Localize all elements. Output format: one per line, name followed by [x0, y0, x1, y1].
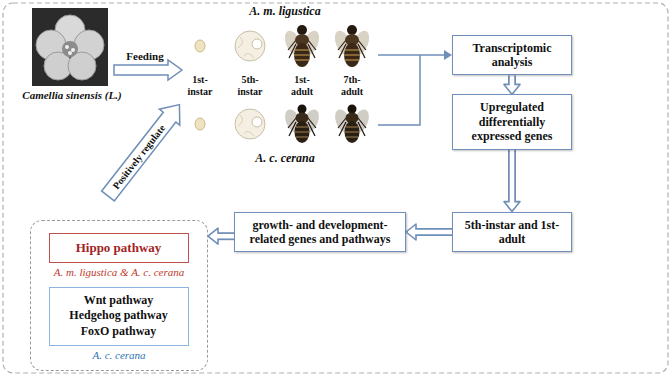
node-label: Hedgehog pathway [55, 308, 183, 324]
larva-image [235, 109, 265, 139]
larva-image [195, 118, 205, 130]
bee-image [332, 105, 372, 144]
flow-arrow [504, 150, 520, 212]
feeding-arrow [114, 60, 182, 80]
node-label: FoxO pathway [55, 324, 183, 340]
pathway-box: Hippo pathway [49, 233, 189, 263]
stage-label: 1st- instar [181, 74, 219, 97]
sample-lines [378, 50, 452, 125]
arrow-label: Positively regulate [110, 122, 167, 191]
node-label: Transcriptomic analysis [459, 41, 565, 70]
arrow-core [216, 234, 234, 239]
group-title: A. c. cerana [255, 152, 314, 166]
pathway-box: Wnt pathwayHedgehog pathwayFoxO pathway [49, 287, 189, 346]
pathway-region: A. m. ligustica & A. c. cerana A. c. cera… [30, 220, 208, 371]
arrow-core [510, 150, 515, 204]
camellia-photo [32, 8, 108, 86]
node-label: Upregulated differentially expressed gen… [459, 100, 565, 143]
outer-frame [3, 3, 668, 373]
bee-image [332, 25, 373, 67]
stage-label: 1st- adult [283, 74, 321, 97]
regulate-arrow [98, 97, 190, 204]
bee-image [282, 105, 322, 144]
flow-arrow [504, 75, 520, 94]
process-box: growth- and development-related genes an… [234, 212, 406, 253]
node-label: Hippo pathway [56, 240, 182, 256]
arrow-core [414, 230, 452, 235]
bee-image [282, 25, 323, 67]
node-label: growth- and development-related genes an… [241, 218, 399, 247]
process-box: Upregulated differentially expressed gen… [452, 94, 572, 149]
arrow-label: Feeding [126, 50, 163, 63]
flow-arrow [208, 228, 234, 244]
species-caption: A. m. ligustica & A. c. cerana [31, 266, 207, 279]
stage-label: 5th- instar [231, 74, 269, 97]
flow-arrow [406, 224, 452, 240]
arrow-core [510, 75, 515, 86]
group-title: A. m. ligustica [249, 5, 320, 19]
process-box: Transcriptomic analysis [452, 35, 572, 76]
species-name: Camellia sinensis (L.) [22, 89, 121, 102]
larva-image [235, 31, 265, 61]
stage-label: 7th- adult [333, 74, 371, 97]
process-box: 5th-instar and 1st-adult [452, 212, 572, 253]
larva-image [195, 40, 205, 52]
species-caption: A. c. cerana [31, 349, 207, 362]
node-label: Wnt pathway [55, 293, 183, 309]
node-label: 5th-instar and 1st-adult [459, 218, 565, 247]
